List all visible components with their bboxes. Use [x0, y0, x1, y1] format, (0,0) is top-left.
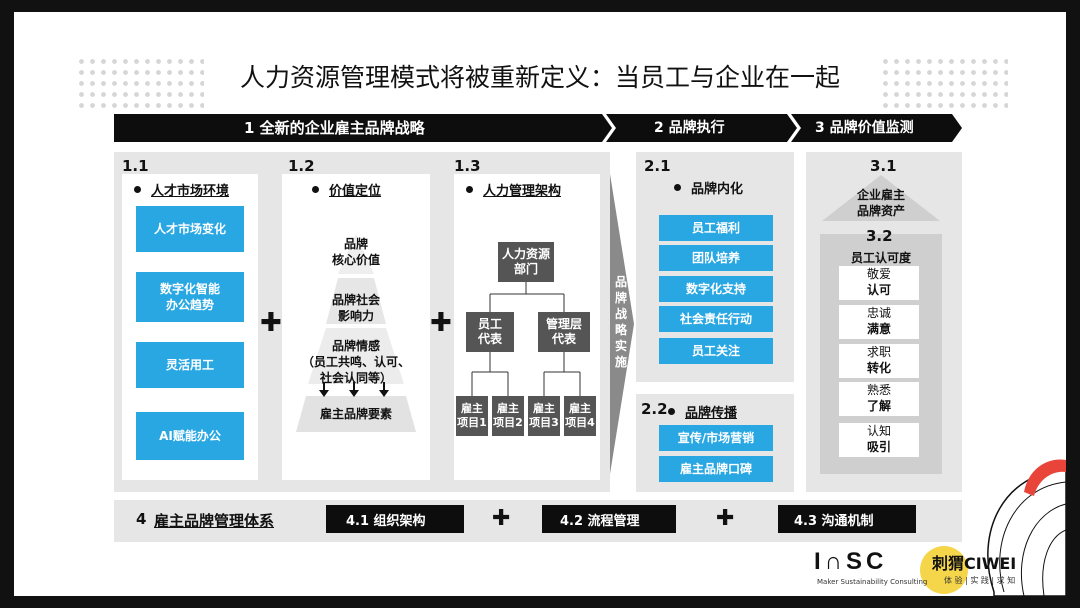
recognition-level-3: 求职转化 — [839, 344, 919, 378]
recognition-level-2: 忠诚满意 — [839, 305, 919, 339]
stage-bands — [114, 114, 962, 142]
s4-item-org: 4.1 组织架构 — [326, 505, 464, 533]
org-employee-rep: 员工 代表 — [466, 312, 514, 352]
dot-pattern-right — [880, 56, 1008, 112]
section-3-2-heading: 员工认可度 — [850, 251, 911, 265]
s11-item-3: 灵活用工 — [136, 342, 244, 388]
section-1-3-number: 1.3 — [454, 157, 481, 175]
band-2-shape — [606, 114, 797, 142]
recognition-level-5: 认知吸引 — [839, 423, 919, 457]
section-1-2-card: 价值定位 品牌 核心价值 品牌社会 影响力 品牌情感 （员工共鸣、认可、 社会认… — [282, 174, 430, 480]
msc-logo-subtitle: Maker Sustainability Consulting — [817, 578, 928, 586]
decorative-red-accent — [1024, 459, 1066, 496]
band-1-shape — [114, 114, 612, 142]
s21-item-3: 数字化支持 — [659, 276, 773, 302]
section-2-1-number: 2.1 — [644, 157, 671, 175]
implementation-arrow-label: 品牌战略实施 — [614, 275, 627, 369]
section-1-2-heading: 价值定位 — [312, 180, 381, 199]
s11-item-4: AI赋能办公 — [136, 412, 244, 460]
s11-item-1: 人才市场变化 — [136, 206, 244, 252]
s4-item-communication: 4.3 沟通机制 — [778, 505, 916, 533]
recognition-level-1: 敬爱认可 — [839, 266, 919, 300]
s11-item-2: 数字化智能 办公趋势 — [136, 272, 244, 322]
section-4-number: 4 — [136, 510, 147, 528]
org-project-3: 雇主 项目3 — [528, 396, 560, 436]
pyramid-level-core: 品牌 核心价值 — [331, 237, 380, 267]
org-management-rep: 管理层 代表 — [538, 312, 590, 352]
band-1-label: 1 全新的企业雇主品牌战略 — [244, 119, 425, 137]
s21-item-4: 社会责任行动 — [659, 306, 773, 332]
plus-icon: ✚ — [716, 506, 735, 531]
msc-logo: I∩SC — [814, 548, 888, 575]
section-3-2-number: 3.2 — [866, 227, 893, 245]
bullet-icon — [312, 186, 319, 193]
section-1-3-heading: 人力管理架构 — [466, 180, 561, 199]
recognition-level-4: 熟悉了解 — [839, 382, 919, 416]
plus-icon: ✚ — [430, 308, 452, 338]
ciwei-logo: 刺猬CIWEI — [932, 554, 1017, 573]
band-3-label: 3 品牌价值监测 — [815, 120, 914, 136]
plus-icon: ✚ — [260, 308, 282, 338]
ciwei-logo-subtitle: 体 验 | 实 践 | 求 知 — [944, 576, 1016, 585]
slide: 人力资源管理模式将被重新定义：当员工与企业在一起 1 全新的企业雇主品牌战略 2… — [14, 12, 1066, 596]
page-title: 人力资源管理模式将被重新定义：当员工与企业在一起 — [14, 58, 1066, 94]
section-1-1-heading: 人才市场环境 — [134, 180, 229, 199]
org-project-4: 雇主 项目4 — [564, 396, 596, 436]
s21-item-2: 团队培养 — [659, 245, 773, 271]
down-arrows — [319, 382, 389, 397]
section-3-1-number: 3.1 — [870, 157, 897, 175]
s21-item-1: 员工福利 — [659, 215, 773, 241]
section-2-1-heading: 品牌内化 — [674, 178, 743, 197]
dot-pattern-left — [76, 56, 204, 112]
section-4-heading: 雇主品牌管理体系 — [154, 512, 275, 530]
band-2-label: 2 品牌执行 — [654, 120, 725, 136]
bullet-icon — [466, 186, 473, 193]
brand-asset-triangle — [822, 175, 940, 221]
bullet-icon — [674, 184, 681, 191]
org-root-hr: 人力资源 部门 — [498, 242, 554, 282]
org-project-2: 雇主 项目2 — [492, 396, 524, 436]
org-project-1: 雇主 项目1 — [456, 396, 488, 436]
section-1-2-number: 1.2 — [288, 157, 315, 175]
org-chart-lines — [471, 282, 581, 396]
s21-item-5: 员工关注 — [659, 338, 773, 364]
section-1-1-card: 人才市场环境 人才市场变化 数字化智能 办公趋势 灵活用工 AI赋能办公 — [122, 174, 258, 480]
pyramid-level-social: 品牌社会 影响力 — [331, 293, 380, 323]
s4-item-process: 4.2 流程管理 — [542, 505, 676, 533]
pyramid-base-label: 雇主品牌要素 — [319, 407, 392, 421]
section-1-3-card: 人力管理架构 人力资源 部门 员工 代表 管理层 代表 雇主 项目1 雇主 项目… — [454, 174, 600, 480]
implementation-arrow — [610, 174, 634, 474]
brand-asset-label: 企业雇主 品牌资产 — [856, 188, 905, 218]
s22-item-1: 宣传/市场营销 — [659, 425, 773, 451]
bullet-icon — [668, 408, 675, 415]
decorative-yellow-blob — [920, 546, 968, 594]
value-pyramid — [296, 234, 416, 432]
section-2-2-number: 2.2 — [641, 400, 668, 418]
s22-item-2: 雇主品牌口碑 — [659, 456, 773, 482]
plus-icon: ✚ — [492, 506, 511, 531]
pyramid-level-emotion: 品牌情感 （员工共鸣、认可、 社会认同等） — [301, 339, 410, 385]
bullet-icon — [134, 186, 141, 193]
band-3-shape — [791, 114, 962, 142]
section-1-1-number: 1.1 — [122, 157, 149, 175]
section-2-2-heading: 品牌传播 — [668, 402, 737, 421]
